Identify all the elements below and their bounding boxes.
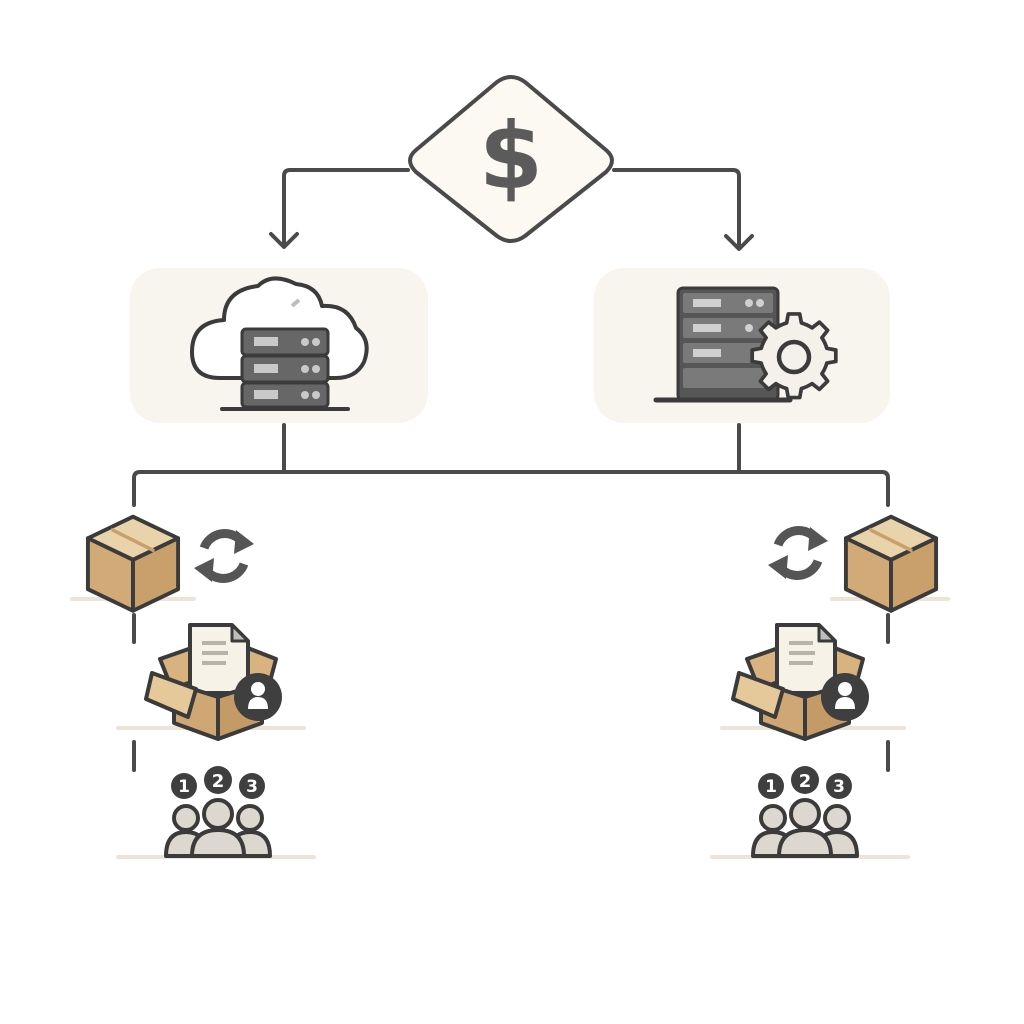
left-ranked-users-row (116, 764, 316, 859)
server-gear-icon (653, 286, 838, 403)
ranked-users-icon (751, 764, 859, 858)
connector-root-to-left (282, 168, 410, 246)
root-decision-node: $ (408, 75, 614, 243)
right-branch (710, 514, 950, 859)
connector-lines (132, 168, 890, 772)
left-branch (70, 514, 316, 859)
open-box-document-user-icon (731, 623, 871, 741)
right-package-row (768, 514, 950, 613)
cloud-server-icon (190, 276, 369, 411)
panel-on-premise-server (594, 268, 890, 423)
ranked-users-icon (164, 764, 272, 858)
refresh-cycle-icon (194, 530, 254, 582)
dollar-sign-icon: $ (479, 103, 543, 210)
package-box-icon (85, 514, 181, 613)
right-open-box-row (720, 623, 906, 741)
arrowhead-left (269, 232, 299, 249)
right-ranked-users-row (710, 764, 910, 859)
refresh-cycle-icon (768, 527, 828, 579)
connector-root-to-right (612, 168, 741, 248)
left-open-box-row (116, 623, 306, 741)
package-box-icon (843, 514, 939, 613)
arrowhead-right (724, 234, 754, 251)
open-box-document-user-icon (144, 623, 284, 741)
panel-cloud-hosting (130, 268, 428, 423)
left-package-row (70, 514, 254, 613)
connector-bus-horizontal (132, 470, 890, 507)
